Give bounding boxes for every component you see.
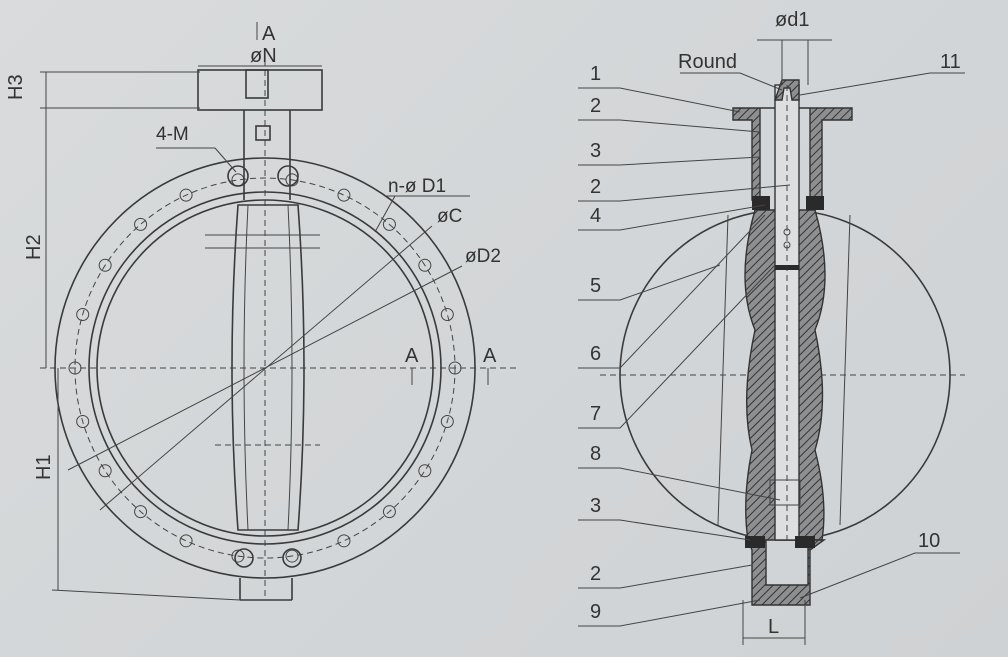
part-label-2: 2 <box>590 176 601 198</box>
bolt-hole <box>337 188 351 202</box>
dim-h3-label: H3 <box>5 74 27 100</box>
bolt-hole <box>98 464 112 478</box>
leader <box>578 204 766 231</box>
bolt-hole <box>231 173 245 187</box>
stem-square <box>255 125 271 141</box>
part-label-3: 3 <box>590 140 601 162</box>
disc-edge-left <box>717 214 729 526</box>
leader <box>578 184 791 202</box>
stem-top <box>245 69 269 99</box>
part-label-2: 2 <box>590 95 601 117</box>
part-labels-left: 1 2 3 2 4 5 6 7 8 3 2 9 <box>578 63 791 627</box>
dim-d1-label: ød1 <box>775 9 809 31</box>
dim-4m-label: 4-M <box>156 124 189 145</box>
bolt-hole <box>418 464 432 478</box>
bottom-seal-left <box>745 536 765 548</box>
pin-hole <box>783 241 791 249</box>
pin-hole <box>783 228 791 236</box>
bottom-bolt-right <box>282 548 302 568</box>
section-view: ød1 L Round 11 10 1 2 3 2 4 5 6 7 8 3 2 9 <box>578 9 965 645</box>
dim-l-label: L <box>768 616 779 638</box>
bolt-hole <box>231 549 245 563</box>
leader <box>680 72 783 91</box>
part-label-7: 7 <box>590 403 601 425</box>
disc-outline <box>231 204 305 531</box>
leader <box>578 264 776 429</box>
bolt-hole <box>179 188 193 202</box>
pin <box>775 265 799 270</box>
bolt-hole <box>134 505 148 519</box>
bolt-hole <box>76 307 90 321</box>
leader <box>578 264 721 301</box>
d2-dim-line <box>67 265 463 471</box>
top-seal-left <box>752 196 770 210</box>
bolt-hole <box>337 534 351 548</box>
part-label-1: 1 <box>590 63 601 85</box>
part-label-11: 11 <box>940 51 961 73</box>
section-mark-right: A <box>483 345 497 367</box>
part-label-10: 10 <box>918 530 940 552</box>
dim-h2-label: H2 <box>23 234 45 260</box>
part-label-9: 9 <box>590 601 601 623</box>
leader <box>578 467 781 501</box>
dim-n-label: øN <box>250 45 277 67</box>
bolt-hole <box>440 307 454 321</box>
round-label: Round <box>678 51 737 73</box>
top-mounting-plate <box>197 69 323 111</box>
bottom-housing-section <box>746 539 827 606</box>
part-label-2: 2 <box>590 563 601 585</box>
part-label-4: 4 <box>590 205 601 227</box>
bolt-hole <box>134 217 148 231</box>
part-label-8: 8 <box>590 443 601 465</box>
flange-outer-circle <box>54 157 476 579</box>
h1-ext-bottom <box>51 589 241 601</box>
leader <box>578 156 761 166</box>
flange-inner-circle <box>88 191 442 545</box>
body-bore-circle <box>96 199 434 537</box>
bolt-hole <box>382 505 396 519</box>
part-label-6: 6 <box>590 343 601 365</box>
leader <box>578 519 751 541</box>
bolt-hole <box>98 258 112 272</box>
bottom-seal-right <box>795 536 815 548</box>
disc-edge-right <box>839 214 851 526</box>
top-bolt-left <box>227 165 249 187</box>
bolt-hole <box>285 549 299 563</box>
leader <box>578 599 761 627</box>
leader <box>578 564 753 589</box>
bolt-hole <box>448 361 462 375</box>
leader <box>799 72 965 96</box>
top-housing-section <box>732 107 853 201</box>
leader <box>578 214 766 369</box>
dim-h1-label: H1 <box>33 454 55 480</box>
leader <box>214 147 237 173</box>
lower-pin <box>769 479 801 506</box>
part-label-3: 3 <box>590 495 601 517</box>
bolt-holes <box>68 173 462 563</box>
section-mark-left: A <box>405 345 419 367</box>
bolt-hole <box>68 361 82 375</box>
leader <box>799 552 960 599</box>
top-seal-right <box>806 196 824 210</box>
bolt-circle <box>74 177 456 559</box>
section-mark-top: A <box>262 23 276 45</box>
shaft-top-round <box>774 79 800 101</box>
dim-c-label: øC <box>437 206 462 227</box>
dim-nd1-label: n-ø D1 <box>388 176 446 197</box>
leader <box>374 195 396 233</box>
top-bolt-right <box>277 165 299 187</box>
front-view: H3 H2 H1 øN A 4-M n-ø D1 øC øD2 A A <box>5 22 520 601</box>
bolt-hole <box>440 415 454 429</box>
part-label-5: 5 <box>590 275 601 297</box>
shaft <box>774 84 800 541</box>
leader <box>578 87 741 113</box>
bolt-hole <box>179 534 193 548</box>
bolt-hole <box>382 217 396 231</box>
bolt-hole <box>418 258 432 272</box>
bottom-bolt-left <box>234 548 254 568</box>
leader <box>578 119 761 133</box>
dim-d2-label: øD2 <box>465 246 501 267</box>
bolt-hole <box>76 415 90 429</box>
